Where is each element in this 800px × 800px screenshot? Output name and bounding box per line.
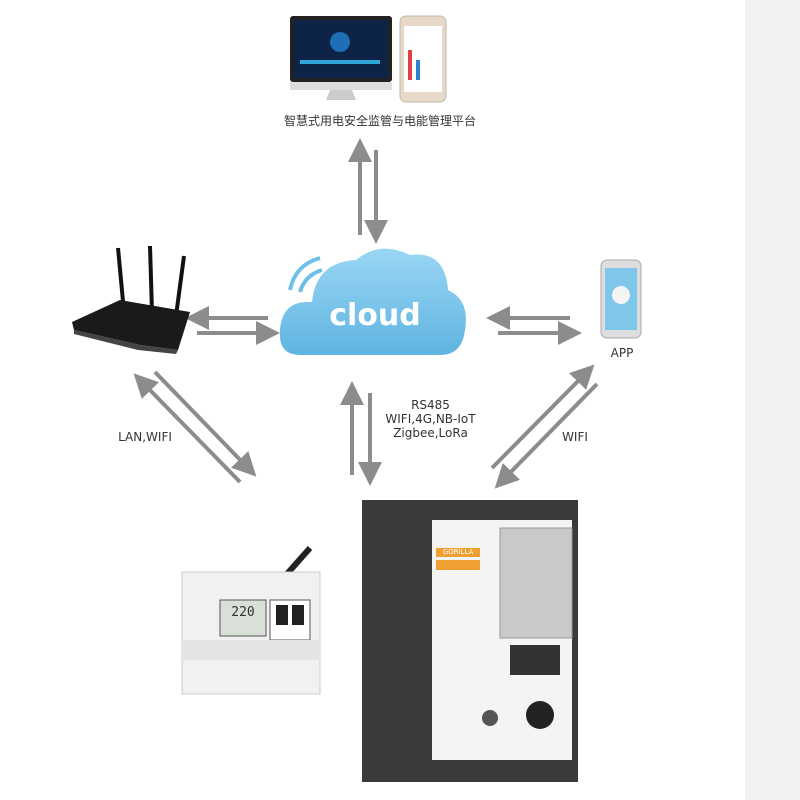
wifi-label: WIFI [562,430,588,444]
protocol-line: RS485 [411,398,450,412]
arrow-router-to-breaker [153,370,257,477]
display-readout: 220 [231,605,255,620]
arrows [133,138,599,489]
mccb-device-icon [362,500,578,782]
cloud-icon [279,248,466,355]
arrow-breaker-to-router [133,373,242,484]
app-label: APP [610,346,634,360]
lan-wifi-label: LAN,WIFI [118,430,172,444]
monitor-icon [290,16,392,100]
brand-label: GORILLA [436,548,480,557]
side-strip [745,0,800,800]
platform-label: 智慧式用电安全监管与电能管理平台 [283,114,476,128]
smart-breaker-icon [181,546,321,695]
protocol-line: WIFI,4G,NB-IoT [385,412,476,426]
protocols-label: RS485 WIFI,4G,NB-IoT Zigbee,LoRa [378,398,483,440]
cloud-label: cloud [329,298,421,333]
phone-icon [399,15,447,103]
protocol-line: Zigbee,LoRa [393,426,468,440]
router-icon [72,245,190,354]
arrow-device-to-app [490,364,595,470]
app-phone-icon [600,259,642,339]
arrow-app-to-device [494,382,599,489]
